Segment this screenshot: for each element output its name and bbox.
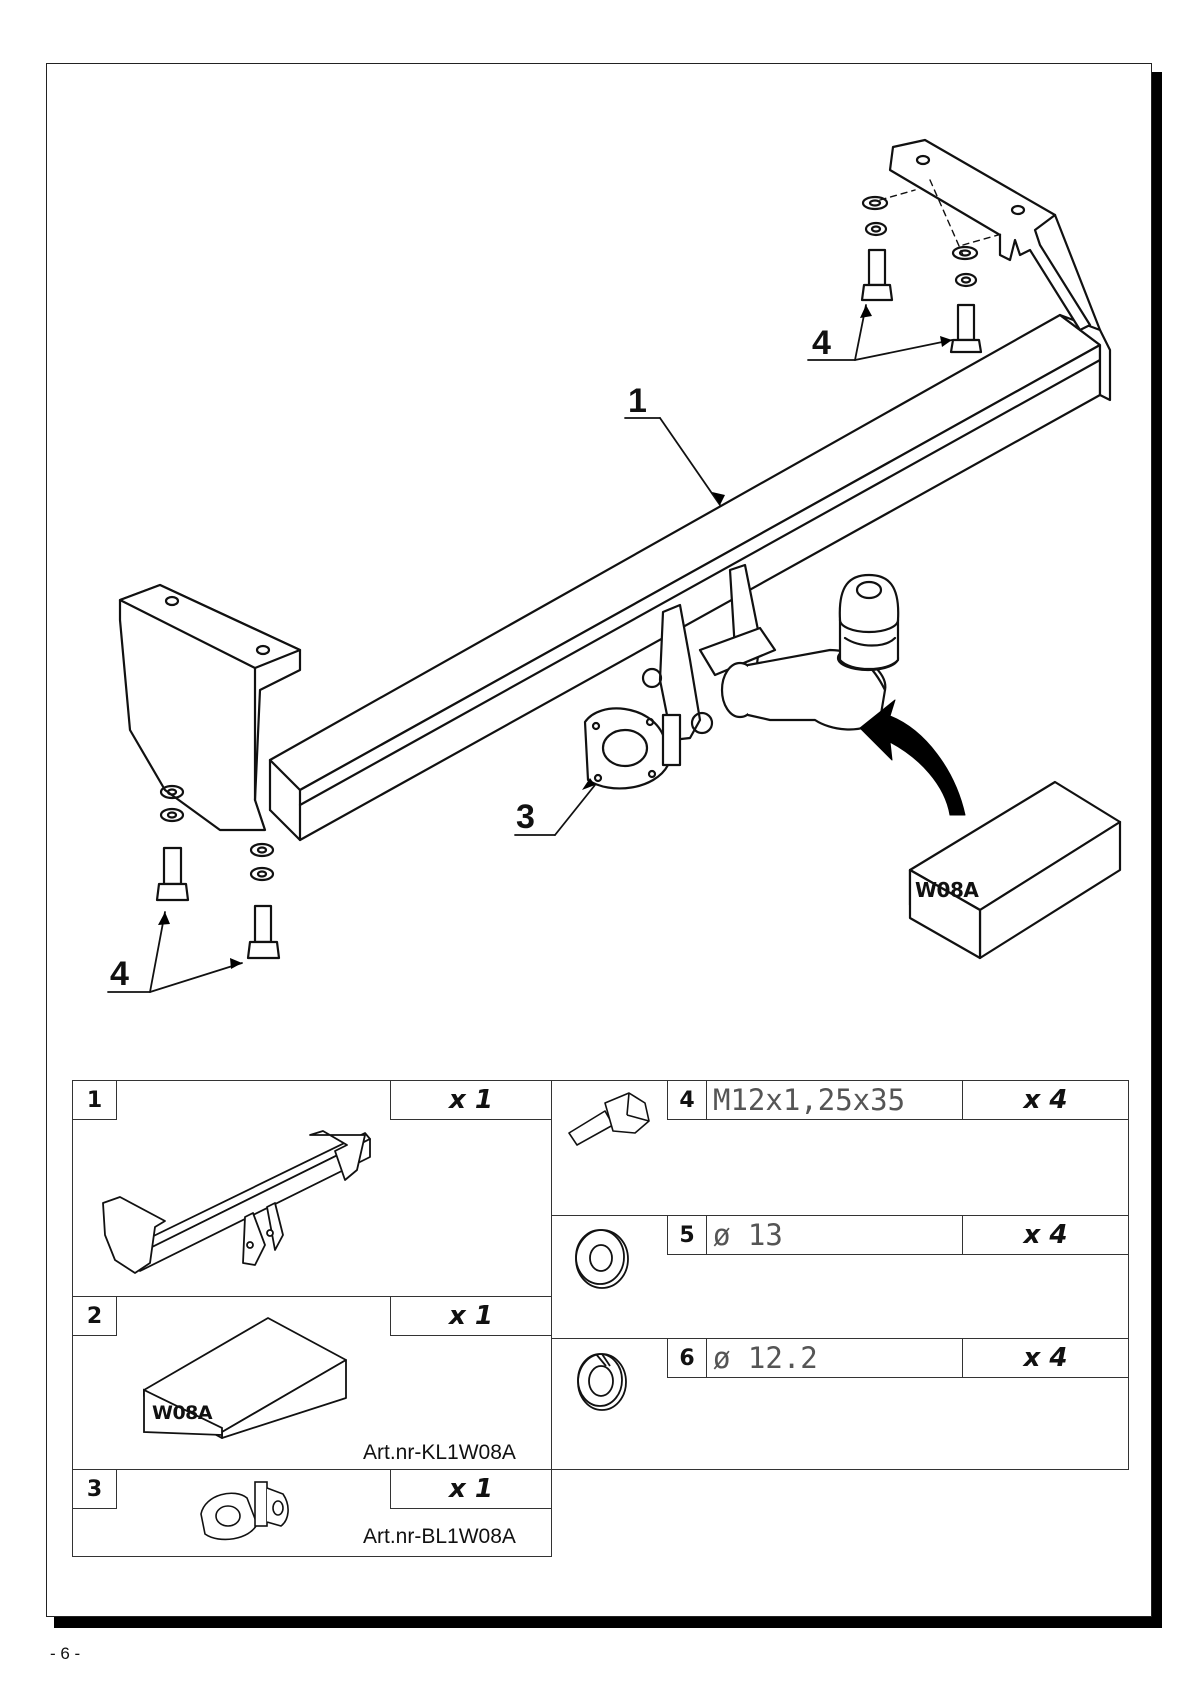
box-label: W08A [915, 878, 979, 902]
part-2-box-icon [143, 1317, 347, 1439]
callout-socket-plate: 3 [516, 798, 535, 836]
spring-washer-icon [577, 1353, 627, 1411]
part-3-cell [72, 1469, 552, 1557]
part-2-box-label: W08A [152, 1402, 213, 1424]
callout-bolts-top: 4 [812, 324, 831, 362]
bolt-icon [568, 1092, 650, 1146]
part-1-number: 1 [72, 1080, 117, 1120]
part-4-number: 4 [667, 1080, 707, 1120]
right-bracket-illustration [888, 138, 1102, 332]
callout-towbar: 1 [628, 382, 647, 420]
part-3-article-number: Art.nr-BL1W08A [363, 1525, 516, 1548]
part-6-spec: ø 12.2 [706, 1338, 963, 1378]
bottom-bolts-illustration [155, 784, 281, 960]
part-6-quantity: x 4 [962, 1338, 1129, 1378]
part-5-spec: ø 13 [706, 1215, 963, 1255]
part-4-quantity: x 4 [962, 1080, 1129, 1120]
top-bolts-illustration [860, 195, 983, 354]
part-1-quantity: x 1 [390, 1080, 552, 1120]
socket-plate-illustration [583, 707, 682, 790]
part-5-quantity: x 4 [962, 1215, 1129, 1255]
part-4-spec: M12x1,25x35 [706, 1080, 963, 1120]
left-bracket-illustration [118, 583, 302, 832]
part-2-number: 2 [72, 1296, 117, 1336]
box-w08a-illustration [908, 780, 1122, 960]
part-5-number: 5 [667, 1215, 707, 1255]
mounting-plates-illustration [641, 563, 777, 742]
part-6-number: 6 [667, 1338, 707, 1378]
part-3-number: 3 [72, 1469, 117, 1509]
part-3-quantity: x 1 [390, 1469, 552, 1509]
part-2-quantity: x 1 [390, 1296, 552, 1336]
page-number: - 6 - [50, 1644, 81, 1663]
assembly-arrow-illustration [859, 699, 966, 816]
callout-bolts-bottom: 4 [110, 955, 129, 993]
part-3-socket-plate-icon [200, 1481, 289, 1541]
washer-icon [575, 1229, 629, 1289]
part-1-towbar-icon [102, 1130, 371, 1274]
ball-neck-illustration [720, 573, 900, 731]
crossbar-illustration [268, 313, 1112, 842]
part-2-article-number: Art.nr-KL1W08A [363, 1441, 516, 1464]
